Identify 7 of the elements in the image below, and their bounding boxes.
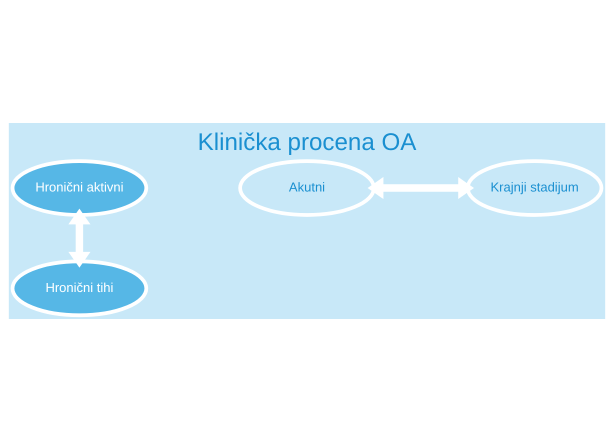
arrow (68, 208, 90, 268)
node-ellipse: Hronični aktivni (10, 158, 148, 216)
node-ellipse: Krajnji stadijum (466, 158, 604, 216)
arrow (368, 176, 474, 199)
node-ellipse: Akutni (238, 158, 376, 216)
diagram-title: Klinička procena OA (198, 128, 416, 156)
node-ellipse: Hronični tihi (10, 259, 148, 317)
